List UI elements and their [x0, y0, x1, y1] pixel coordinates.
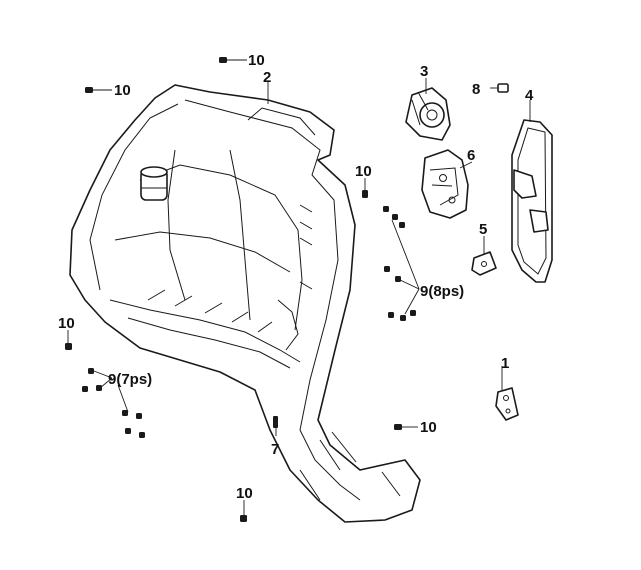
label-part-10-middle: 10	[355, 163, 372, 180]
label-part-10-top: 10	[248, 52, 265, 69]
part-8-bolt-icon	[490, 83, 509, 93]
clip-icon	[122, 410, 128, 416]
clip-icon	[384, 266, 390, 272]
plate-part	[495, 387, 519, 421]
label-part-9-7ps: 9(7ps)	[108, 371, 152, 388]
label-part-4: 4	[525, 87, 534, 104]
inner-box-part	[69, 84, 421, 523]
screw-icon	[85, 87, 93, 93]
clip-icon	[400, 315, 406, 321]
label-part-9-8ps: 9(8ps)	[420, 283, 464, 300]
screw-icon	[65, 343, 72, 350]
label-part-10-right: 10	[420, 419, 437, 436]
latch-bracket-part	[421, 149, 469, 219]
label-part-3: 3	[420, 63, 428, 80]
lid-part	[511, 119, 553, 283]
label-part-5: 5	[479, 221, 487, 238]
callout-labels: 1 2 3 4 5 6 7 8 9(8ps) 9(7ps) 10 10 10 1…	[58, 52, 534, 502]
clip-icon	[88, 368, 94, 374]
clip-icon	[388, 312, 394, 318]
clip-icon	[96, 385, 102, 391]
clip-icon	[82, 386, 88, 392]
clip-icon	[399, 222, 405, 228]
label-part-6: 6	[467, 147, 475, 164]
clip-icon	[136, 413, 142, 419]
label-part-1: 1	[501, 355, 509, 372]
leader-lines	[67, 59, 531, 515]
screw-icon	[240, 515, 247, 522]
screw-icon	[394, 424, 402, 430]
label-part-2: 2	[263, 69, 271, 86]
label-part-10-bottom: 10	[236, 485, 253, 502]
label-part-7: 7	[271, 441, 279, 458]
hinge-bracket-part	[405, 87, 451, 141]
fastener-group	[65, 57, 416, 522]
clip-icon	[410, 310, 416, 316]
screw-icon	[362, 190, 368, 198]
clip-icon	[392, 214, 398, 220]
clip-icon	[125, 428, 131, 434]
screw-icon	[219, 57, 227, 63]
label-part-10-left: 10	[114, 82, 131, 99]
clip-icon	[139, 432, 145, 438]
clip-part	[471, 251, 497, 276]
part-7-screw-icon	[273, 416, 278, 428]
clip-icon	[383, 206, 389, 212]
label-part-8: 8	[472, 81, 480, 98]
label-part-10-lower-left: 10	[58, 315, 75, 332]
